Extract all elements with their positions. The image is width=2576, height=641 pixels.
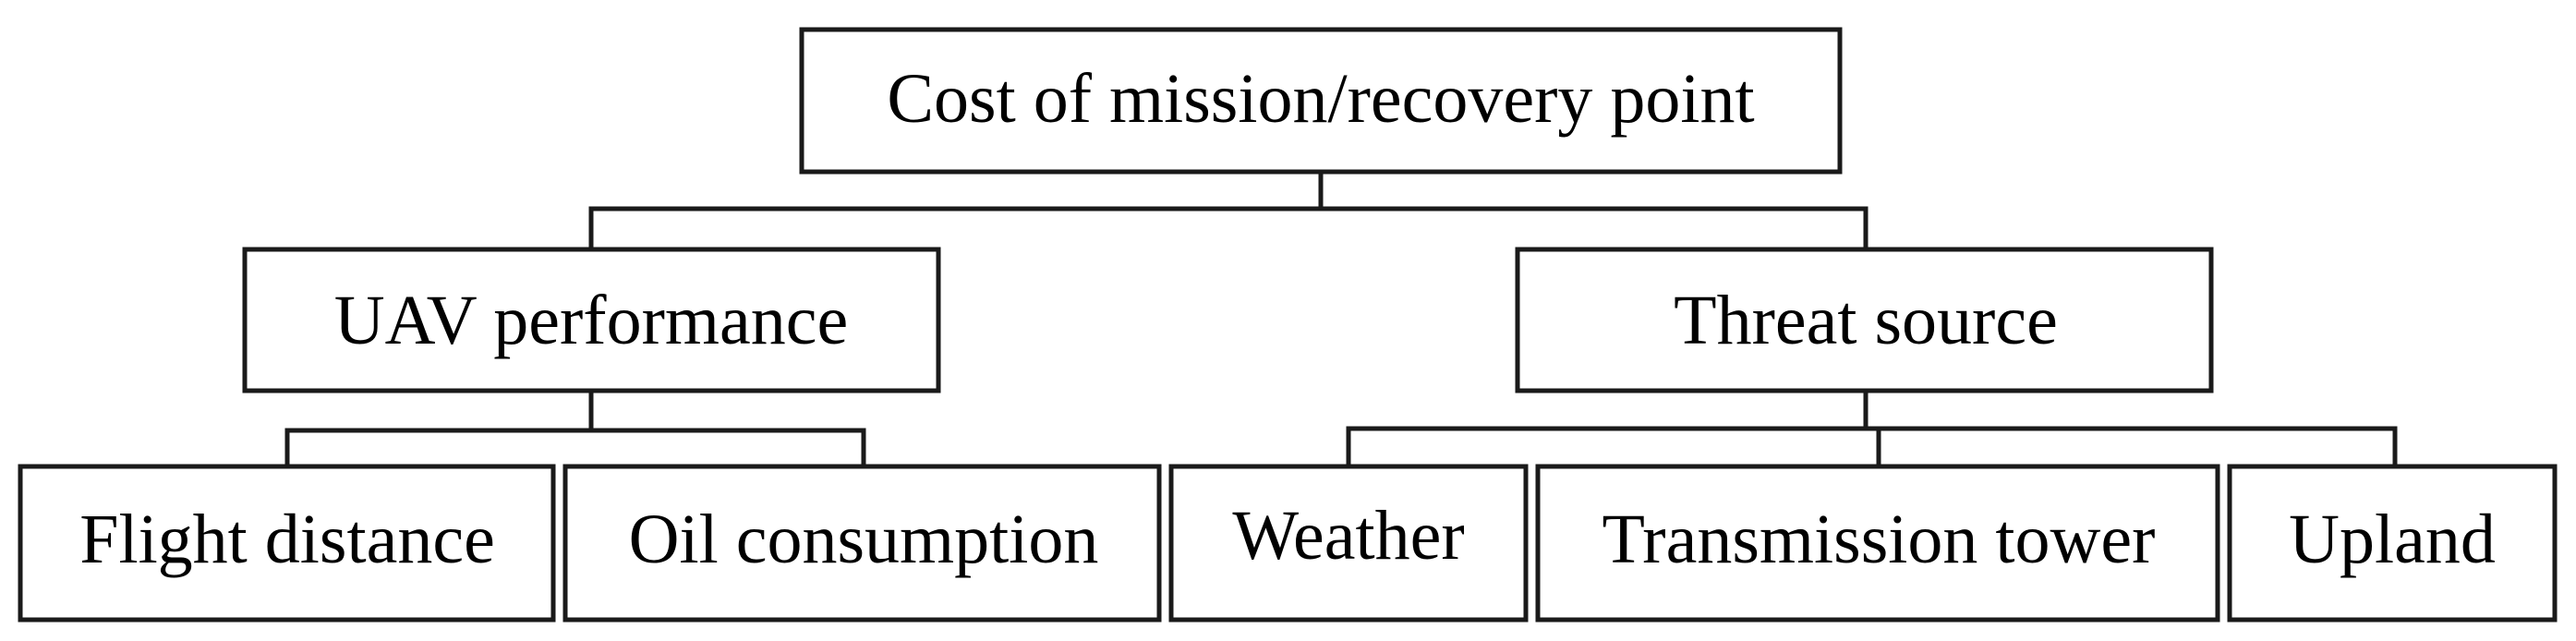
node-box-threat-source (1515, 247, 2214, 393)
node-uav-performance: UAV performance (242, 247, 941, 393)
node-label-transmission-tower: Transmission tower (1602, 501, 2156, 578)
node-upland: Upland (2227, 464, 2558, 623)
node-box-transmission-tower (1535, 464, 2220, 623)
connectors (284, 169, 2398, 469)
node-box-upland (2227, 464, 2558, 623)
node-transmission-tower: Transmission tower (1535, 464, 2220, 623)
node-flight-distance: Flight distance (18, 464, 556, 623)
node-label-oil-consumption: Oil consumption (629, 501, 1099, 578)
node-box-oil-consumption (562, 464, 1162, 623)
node-box-weather (1168, 464, 1529, 623)
node-label-threat-source: Threat source (1674, 282, 2058, 359)
node-root: Cost of mission/recovery point (799, 27, 1843, 175)
node-label-weather: Weather (1232, 497, 1464, 574)
node-box-uav-performance (242, 247, 941, 393)
node-oil-consumption: Oil consumption (562, 464, 1162, 623)
node-weather: Weather (1168, 464, 1529, 623)
node-label-upland: Upland (2289, 501, 2496, 578)
node-label-uav-performance: UAV performance (334, 282, 848, 359)
node-box-root (799, 27, 1843, 175)
node-label-flight-distance: Flight distance (79, 501, 495, 578)
node-threat-source: Threat source (1515, 247, 2214, 393)
node-box-flight-distance (18, 464, 556, 623)
node-label-root: Cost of mission/recovery point (887, 60, 1754, 138)
